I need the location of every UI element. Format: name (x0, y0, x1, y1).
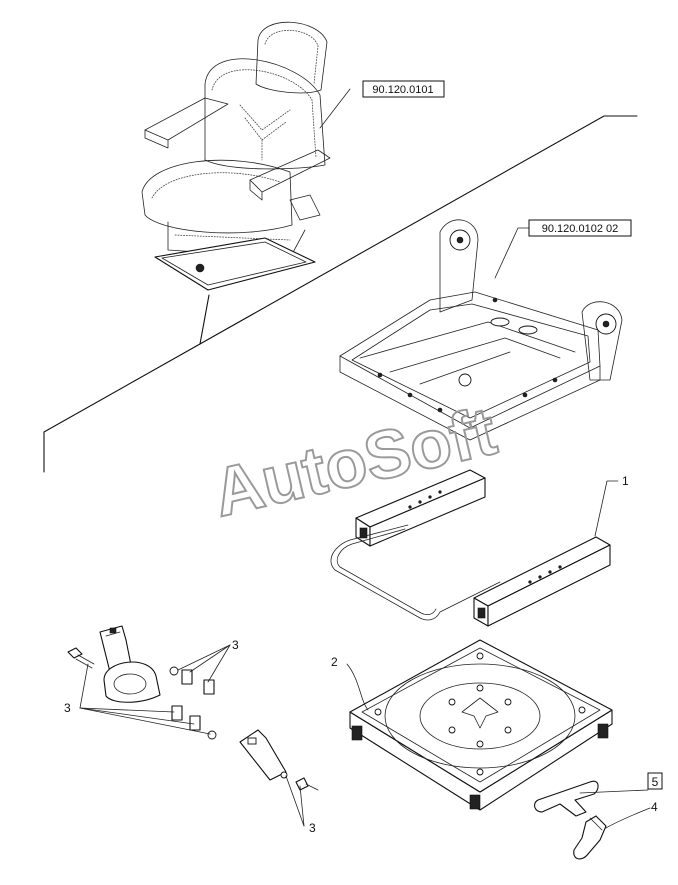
part-3-seat-belt-retractor (99, 625, 161, 703)
callout-4: 4 (605, 800, 658, 829)
callout-3c-label: 3 (309, 821, 316, 835)
section-boundary-line (43, 115, 638, 473)
callout-3c: 3 (285, 775, 316, 835)
part-2-swivel-plate (349, 639, 613, 811)
part-3-spacers (169, 666, 217, 740)
callout-5: 5 (579, 772, 663, 794)
callout-2-label: 2 (331, 655, 338, 669)
callout-1: 1 (594, 474, 629, 537)
part-4-handle (573, 815, 607, 860)
seat-frame-drawing (339, 219, 623, 441)
callout-5-label: 5 (652, 775, 659, 789)
callout-3a: 3 (177, 638, 239, 683)
reference-seat: 90.120.0101 (319, 80, 445, 129)
callout-4-label: 4 (651, 800, 658, 814)
section-boundary-lead (199, 294, 210, 345)
part-5-lever (533, 780, 599, 817)
reference-seat-label: 90.120.0101 (372, 84, 433, 96)
callout-1-label: 1 (622, 474, 629, 488)
seat-assembly-drawing (141, 21, 331, 291)
part-3-bolt-left (67, 647, 95, 669)
callout-3a-label: 3 (232, 638, 239, 652)
part-1-slide-rails (330, 469, 611, 627)
callout-3b-label: 3 (64, 701, 71, 715)
callout-2: 2 (331, 655, 369, 711)
part-3-buckle (239, 729, 319, 791)
watermark-text: AutoSoft (206, 393, 503, 532)
callout-3b: 3 (64, 663, 211, 735)
reference-frame-label: 90.120.0102 02 (542, 223, 618, 235)
reference-frame: 90.120.0102 02 (494, 219, 632, 279)
